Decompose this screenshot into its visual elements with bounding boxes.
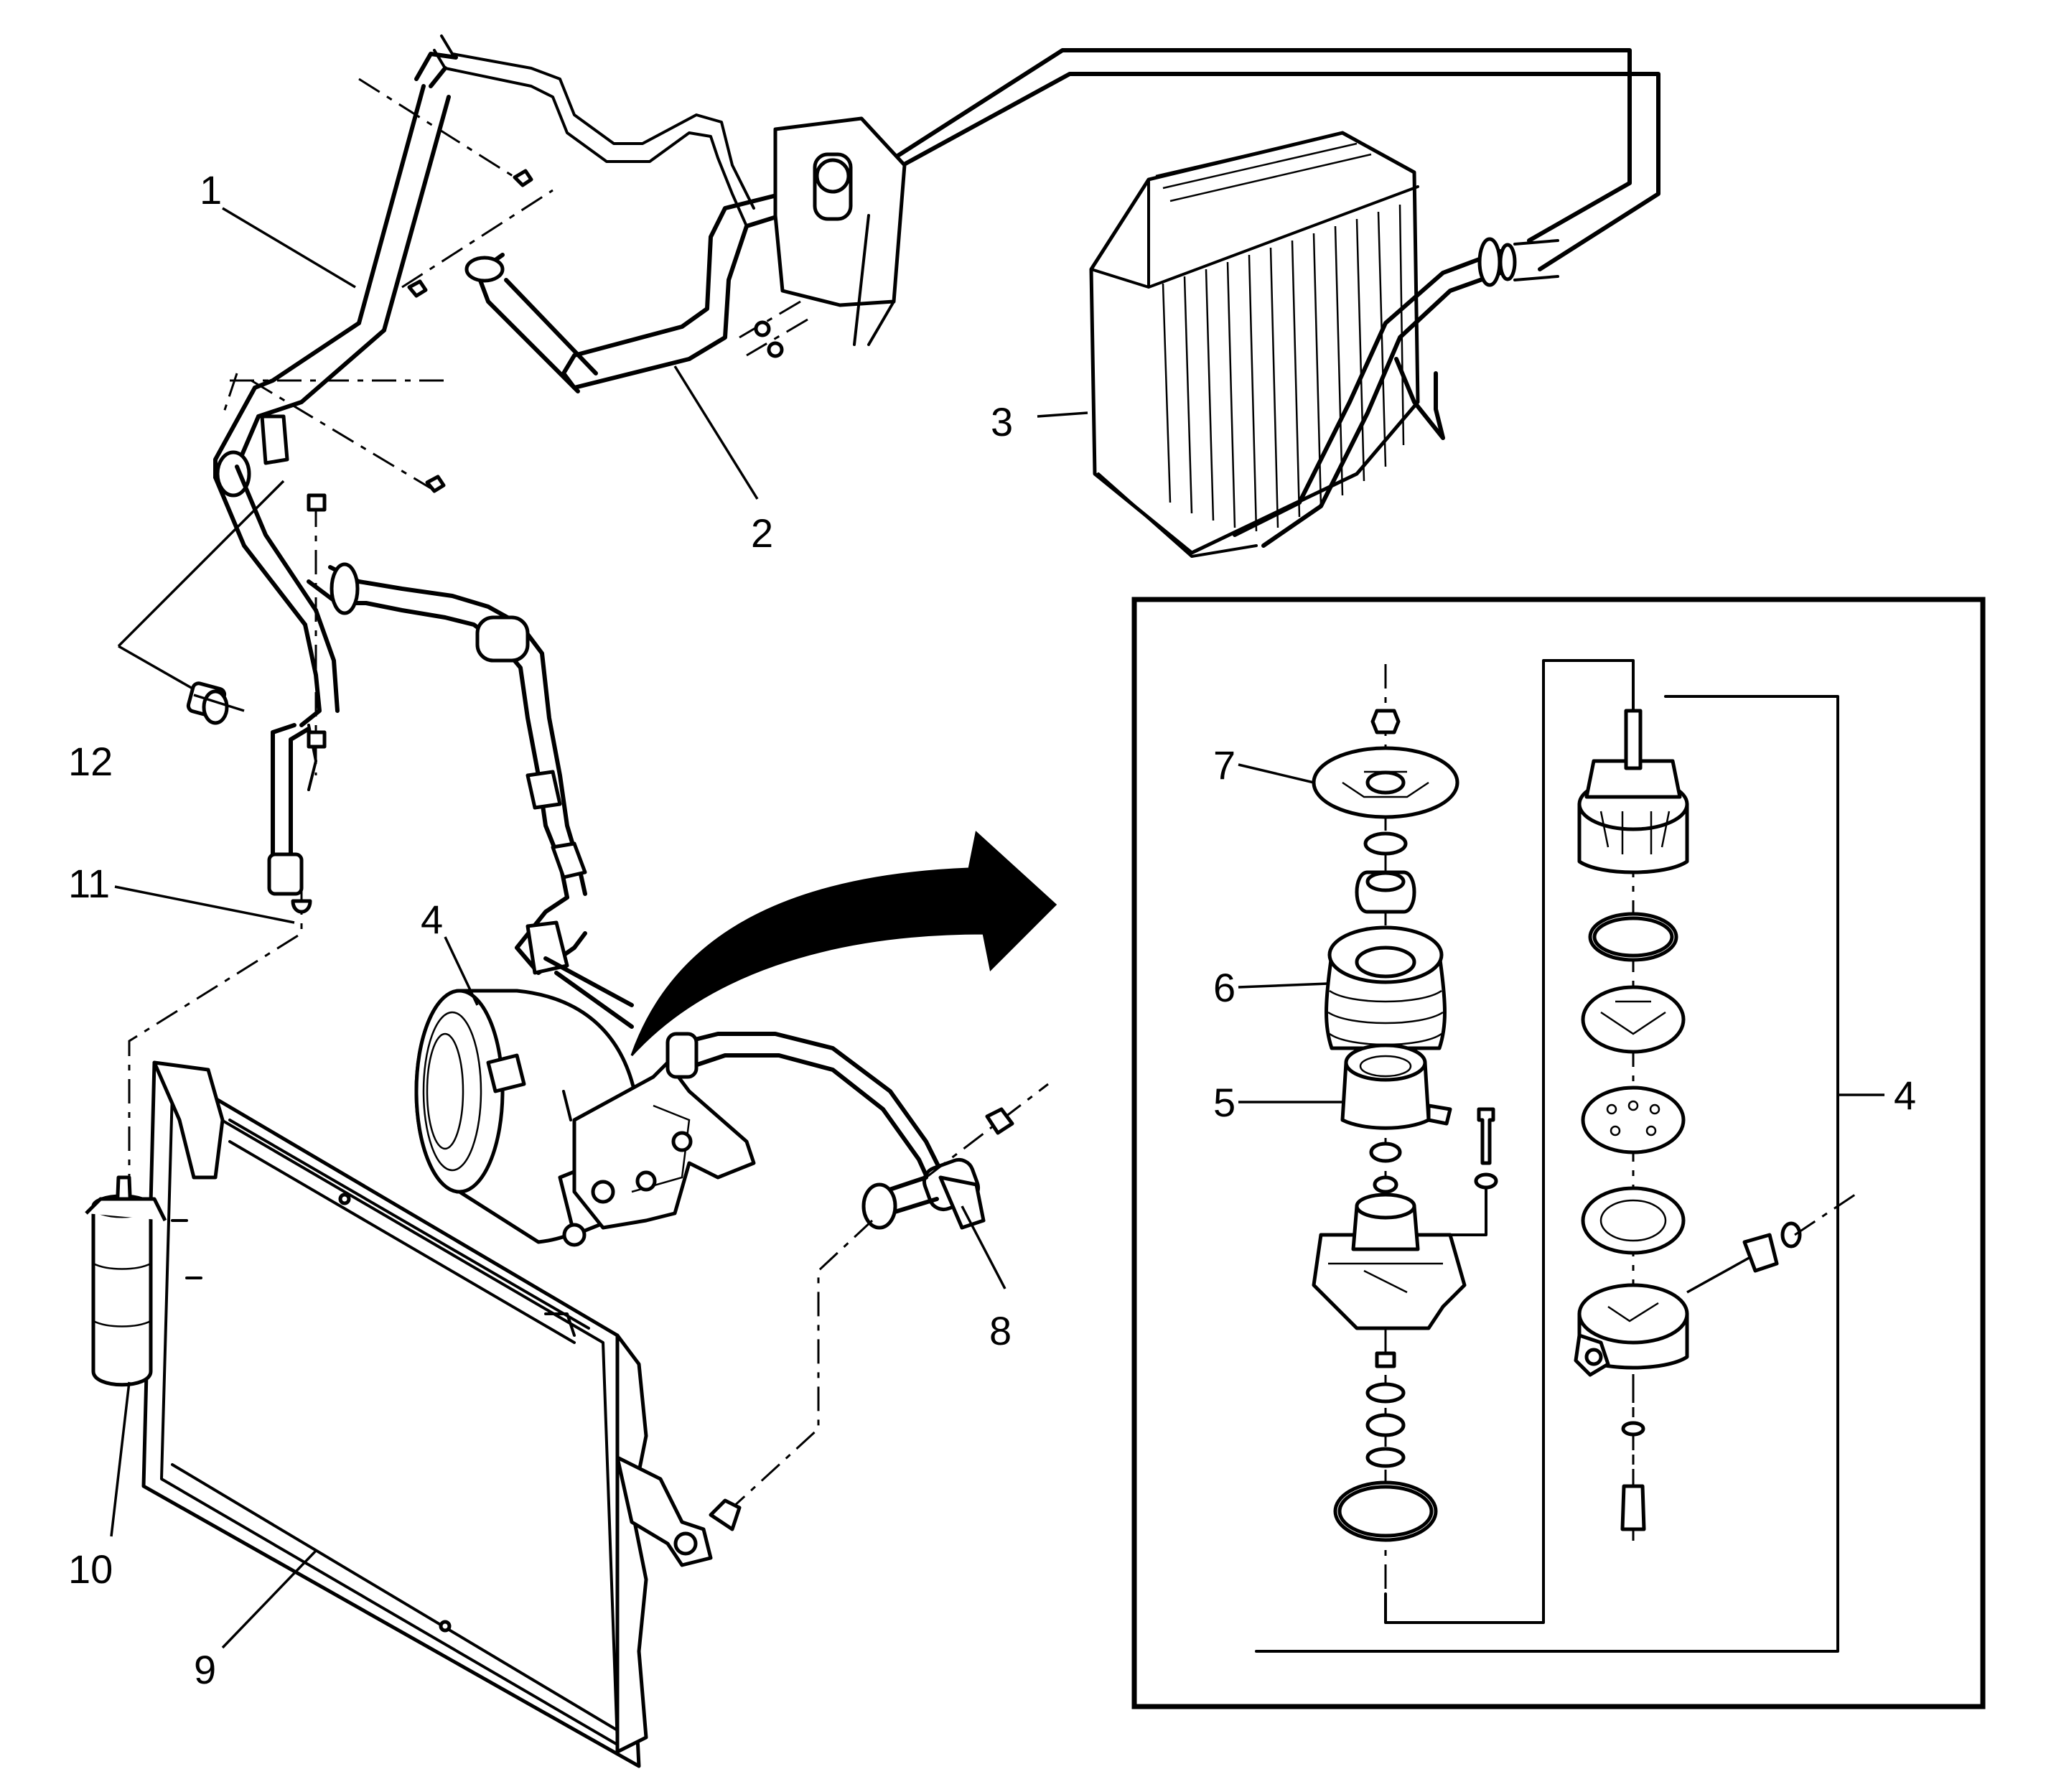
curved-arrow-icon: [630, 831, 1057, 1057]
callout-4-compressor: 4: [421, 897, 443, 942]
compressor-exploded-inset: [1131, 597, 1986, 1709]
callout-2: 2: [751, 510, 773, 556]
leader-lines: [110, 207, 1342, 1649]
callout-3: 3: [991, 399, 1013, 444]
callout-10: 10: [68, 1546, 113, 1592]
callout-4-inset: 4: [1894, 1073, 1916, 1118]
callout-1: 1: [200, 167, 222, 213]
callout-5: 5: [1213, 1080, 1235, 1125]
evaporator-core: [1089, 131, 1559, 558]
callout-12: 12: [68, 739, 113, 784]
compressor: [414, 989, 756, 1247]
callout-11: 11: [68, 861, 110, 906]
callout-6: 6: [1213, 965, 1235, 1010]
callout-8: 8: [989, 1308, 1012, 1353]
suction-line-1: [128, 52, 634, 1185]
callout-7: 7: [1213, 742, 1235, 788]
evaporator-tube-line-2: [433, 34, 1660, 393]
callout-9: 9: [194, 1647, 216, 1692]
receiver-drier: [85, 1175, 167, 1387]
discharge-hose-8: [665, 1032, 1049, 1509]
